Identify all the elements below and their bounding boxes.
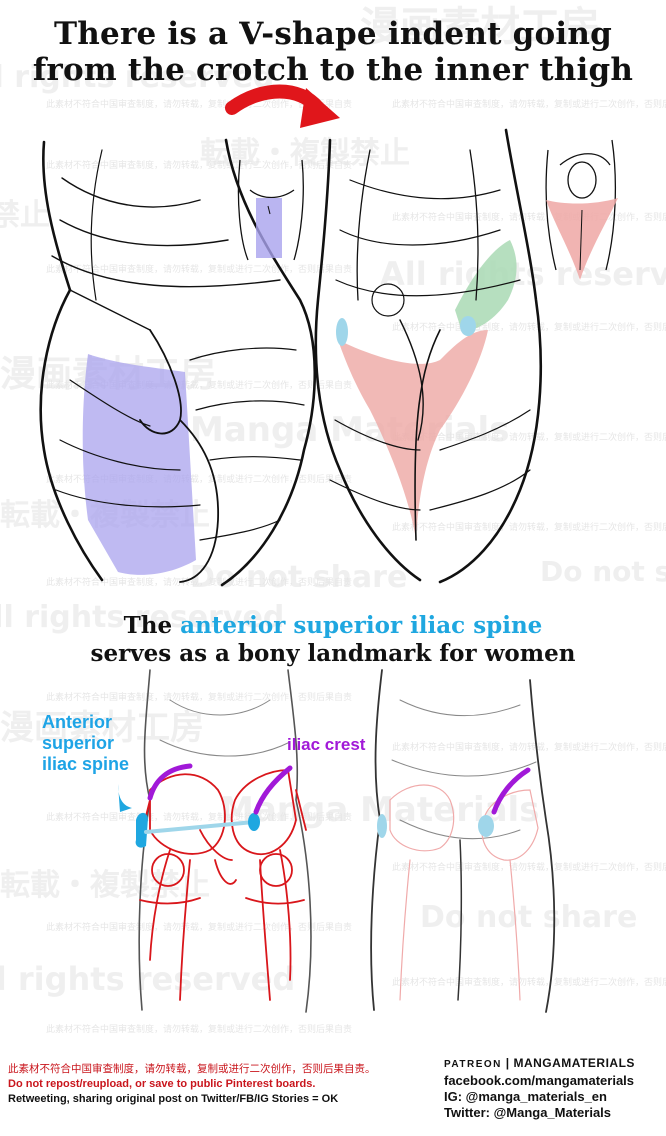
iliac-crest-right	[253, 765, 293, 815]
top-headline: There is a V-shape indent going from the…	[0, 16, 666, 88]
patreon-name[interactable]: MANGAMATERIALS	[513, 1056, 635, 1070]
patreon-line: PATREON | MANGAMATERIALS	[444, 1055, 664, 1073]
inset-figure-left	[237, 159, 304, 261]
bottom-headline-prefix: The	[123, 612, 181, 639]
inset-blue-highlight	[256, 198, 282, 258]
bottom-headline-line2: serves as a bony landmark for women	[90, 640, 576, 667]
bottom-headline-accent: anterior superior iliac spine	[180, 612, 543, 639]
footer-social: PATREON | MANGAMATERIALS facebook.com/ma…	[444, 1055, 664, 1121]
asis-label-line: superior	[42, 733, 115, 753]
patreon-label: PATREON	[444, 1059, 502, 1070]
front-view-figure	[314, 128, 542, 584]
twitter-link[interactable]: Twitter: @Manga_Materials	[444, 1105, 612, 1120]
pink-v-highlight	[338, 330, 488, 540]
footer-repost-notice: Do not repost/reupload, or save to publi…	[8, 1078, 316, 1090]
inset-figure-right	[545, 139, 618, 280]
inset-pink-v	[546, 198, 618, 280]
pelvis-skeleton	[139, 769, 307, 1001]
asis-label-line: iliac spine	[42, 754, 130, 774]
footer-cn-notice: 此素材不符合中国审查制度，请勿转载，复制或进行二次创作，否则后果自责。	[8, 1063, 376, 1075]
right-figure-bottom	[370, 669, 556, 1013]
asis-marker-left	[135, 812, 148, 848]
iliac-crest-label: iliac crest	[287, 735, 366, 754]
asis-marker-right	[248, 813, 260, 831]
back-view-figure	[39, 138, 317, 587]
facebook-link[interactable]: facebook.com/mangamaterials	[444, 1073, 635, 1088]
asis-label: Anterior superior iliac spine	[42, 712, 129, 775]
asis-label-line: Anterior	[42, 712, 113, 732]
top-headline-line2: from the crotch to the inner thigh	[32, 52, 634, 88]
bottom-headline: The anterior superior iliac spine serves…	[0, 612, 666, 668]
top-headline-line1: There is a V-shape indent going	[54, 16, 612, 52]
iliac-crest-left	[147, 763, 193, 801]
asis-connector	[144, 820, 256, 834]
iliac-crest-right-figure	[491, 767, 531, 815]
blue-highlight-thigh	[82, 354, 196, 575]
footer-notice: 此素材不符合中国审查制度，请勿转载，复制或进行二次创作，否则后果自责。 Do n…	[8, 1062, 438, 1107]
red-arrowhead-icon	[300, 88, 340, 128]
label-pointer	[118, 784, 132, 812]
green-highlight	[455, 240, 517, 332]
skeleton-figure	[118, 669, 312, 1013]
patreon-separator: |	[505, 1056, 514, 1070]
bottom-headline-line1: The anterior superior iliac spine	[0, 612, 666, 640]
footer-share-notice: Retweeting, sharing original post on Twi…	[8, 1093, 339, 1105]
instagram-link[interactable]: IG: @manga_materials_en	[444, 1089, 607, 1104]
